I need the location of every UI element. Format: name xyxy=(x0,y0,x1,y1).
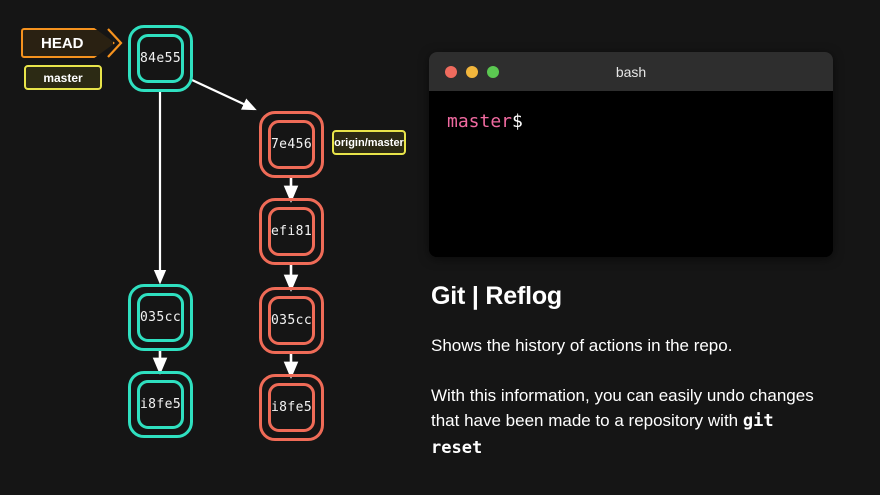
terminal-titlebar: bash xyxy=(429,52,833,91)
description-paragraph-2: With this information, you can easily un… xyxy=(431,383,831,462)
terminal-body[interactable]: master$ xyxy=(429,91,833,257)
commit-sha-local-035cc: 035cc xyxy=(137,293,184,342)
description-paragraph-1: Shows the history of actions in the repo… xyxy=(431,336,733,355)
description-panel: Git | Reflog Shows the history of action… xyxy=(431,282,831,461)
head-ref-label: HEAD xyxy=(21,28,115,58)
commit-node-84e55[interactable]: 84e55 xyxy=(128,25,193,92)
commit-node-remote-035cc[interactable]: 035cc xyxy=(259,287,324,354)
master-ref-label: master xyxy=(43,70,83,85)
inline-code-git-reset: git reset xyxy=(431,411,774,458)
commit-sha-remote-035cc: 035cc xyxy=(268,296,315,345)
commit-sha-local-i8fe5: i8fe5 xyxy=(137,380,184,429)
master-ref-badge[interactable]: master xyxy=(24,65,102,90)
commit-node-7e456[interactable]: 7e456 xyxy=(259,111,324,178)
commit-node-padding: i8fe5 xyxy=(131,374,190,435)
window-close-button[interactable] xyxy=(445,65,457,78)
window-zoom-button[interactable] xyxy=(487,65,499,78)
graph-edges xyxy=(152,79,299,379)
commit-sha-remote-i8fe5: i8fe5 xyxy=(268,383,315,432)
head-ref-badge[interactable]: HEAD xyxy=(21,28,123,58)
commit-node-padding: 84e55 xyxy=(131,28,190,89)
commit-sha-efi81: efi81 xyxy=(268,207,315,256)
window-minimize-button[interactable] xyxy=(466,65,478,78)
commit-sha-7e456: 7e456 xyxy=(268,120,315,169)
terminal-window: bash master$ xyxy=(429,52,833,257)
terminal-title: bash xyxy=(615,63,647,80)
page-title: Git | Reflog xyxy=(431,282,562,310)
commit-node-local-i8fe5[interactable]: i8fe5 xyxy=(128,371,193,438)
commit-sha-84e55: 84e55 xyxy=(137,34,184,83)
commit-node-padding: 035cc xyxy=(262,290,321,351)
commit-graph: HEAD master origin/master 84e55 035cc xyxy=(0,0,425,495)
commit-node-padding: 7e456 xyxy=(262,114,321,175)
commit-node-remote-i8fe5[interactable]: i8fe5 xyxy=(259,374,324,441)
commit-node-padding: 035cc xyxy=(131,287,190,348)
commit-node-efi81[interactable]: efi81 xyxy=(259,198,324,265)
terminal-prompt-symbol: $ xyxy=(512,111,523,132)
edge-84e55-to-7e456 xyxy=(191,79,257,111)
origin-master-ref-label: origin/master xyxy=(334,136,404,149)
description-paragraph-2-text: With this information, you can easily un… xyxy=(431,385,814,431)
terminal-prompt-branch: master xyxy=(447,111,513,132)
commit-node-padding: efi81 xyxy=(262,201,321,262)
commit-node-padding: i8fe5 xyxy=(262,377,321,438)
commit-node-local-035cc[interactable]: 035cc xyxy=(128,284,193,351)
origin-master-ref-badge[interactable]: origin/master xyxy=(332,130,406,155)
